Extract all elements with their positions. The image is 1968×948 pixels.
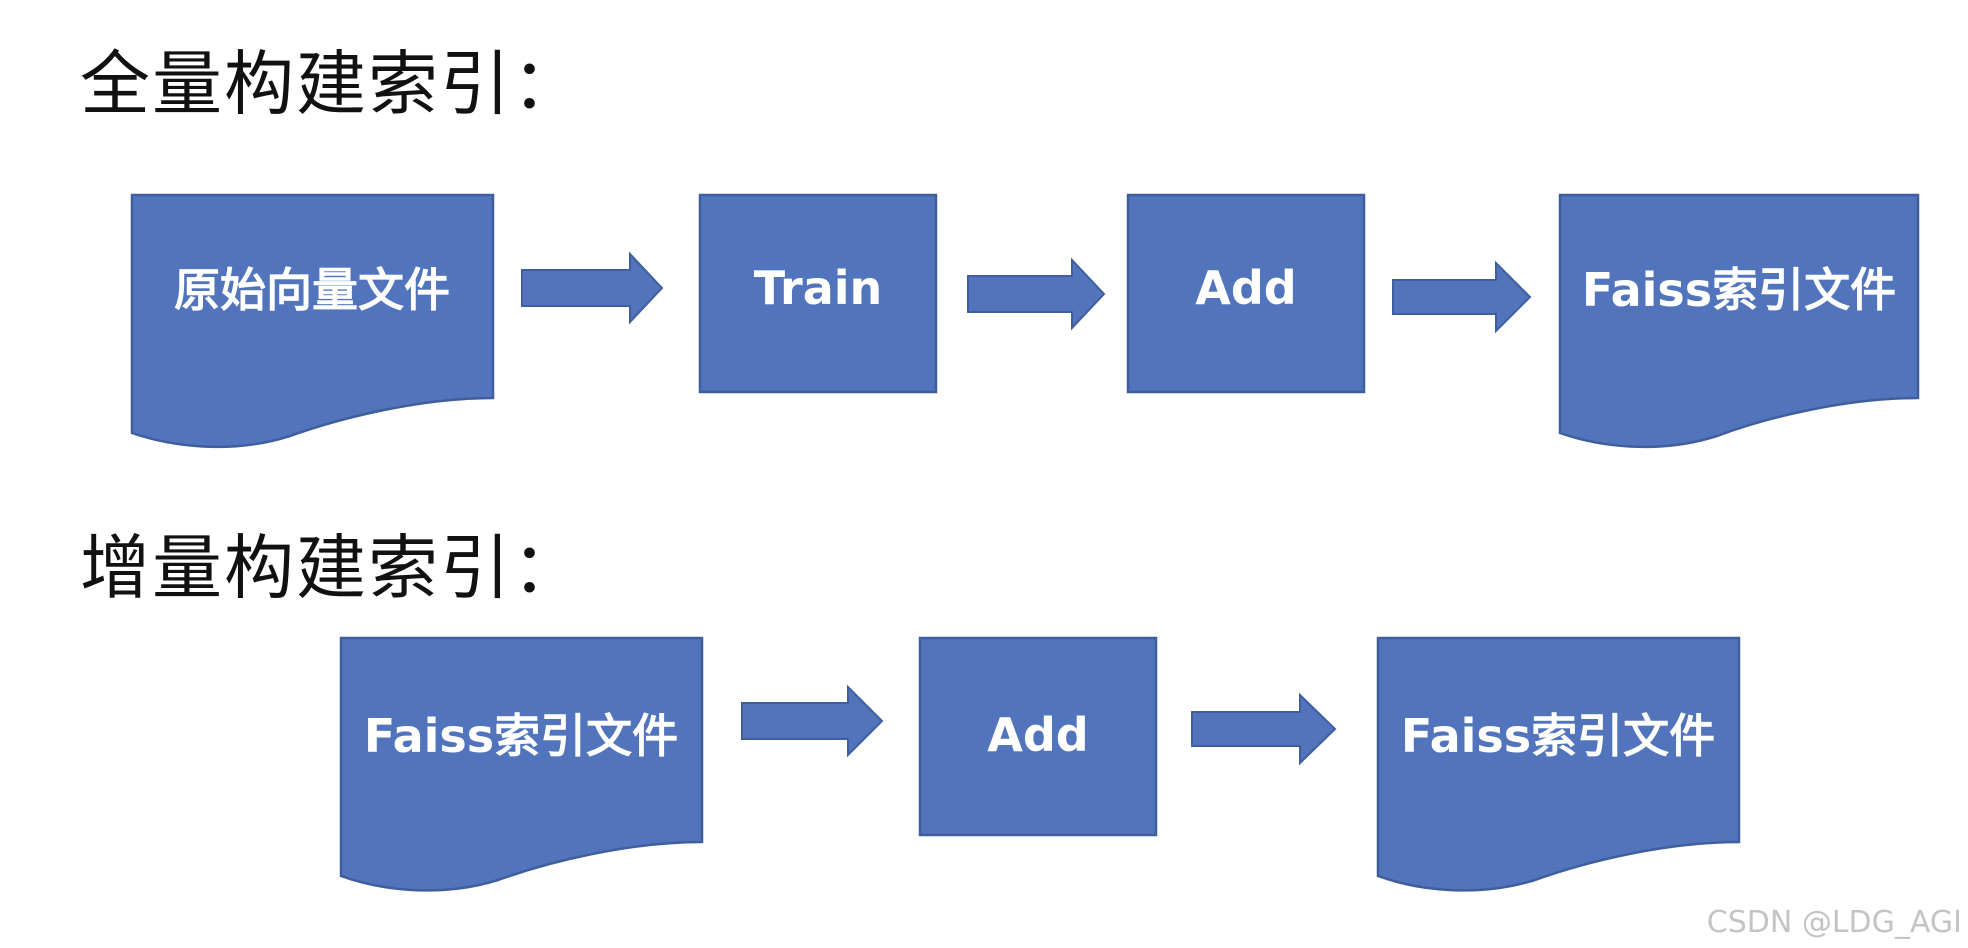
arrow-connector <box>741 684 884 758</box>
node-faiss-index-file: Faiss索引文件 <box>1558 193 1920 449</box>
node-label: Faiss索引文件 <box>1582 263 1896 317</box>
node-label: Add <box>1195 261 1296 315</box>
node-label: Faiss索引文件 <box>1401 709 1715 763</box>
node-faiss-index-file: Faiss索引文件 <box>1376 636 1741 892</box>
node-faiss-index-file: Faiss索引文件 <box>339 636 704 892</box>
arrow-connector <box>1392 260 1532 334</box>
node-label: Add <box>987 708 1088 762</box>
node-train: Train <box>698 193 938 394</box>
section-title-incremental-build: 增量构建索引： <box>80 527 584 609</box>
arrow-connector <box>967 257 1106 331</box>
incremental-build-flow: Faiss索引文件 Add Faiss索引文件 <box>339 636 1741 892</box>
arrow-connector <box>521 251 664 325</box>
node-add: Add <box>918 636 1158 837</box>
arrow-connector <box>1191 692 1337 766</box>
watermark: CSDN @LDG_AGI <box>1706 905 1962 940</box>
full-build-flow: 原始向量文件 Train Add Faiss索引文件 <box>130 193 1920 449</box>
node-label: Faiss索引文件 <box>364 709 678 763</box>
node-label: Train <box>754 261 883 315</box>
node-raw-vector-file: 原始向量文件 <box>130 193 495 449</box>
node-label: 原始向量文件 <box>174 263 450 317</box>
node-add: Add <box>1126 193 1366 394</box>
section-title-full-build: 全量构建索引： <box>80 43 584 125</box>
